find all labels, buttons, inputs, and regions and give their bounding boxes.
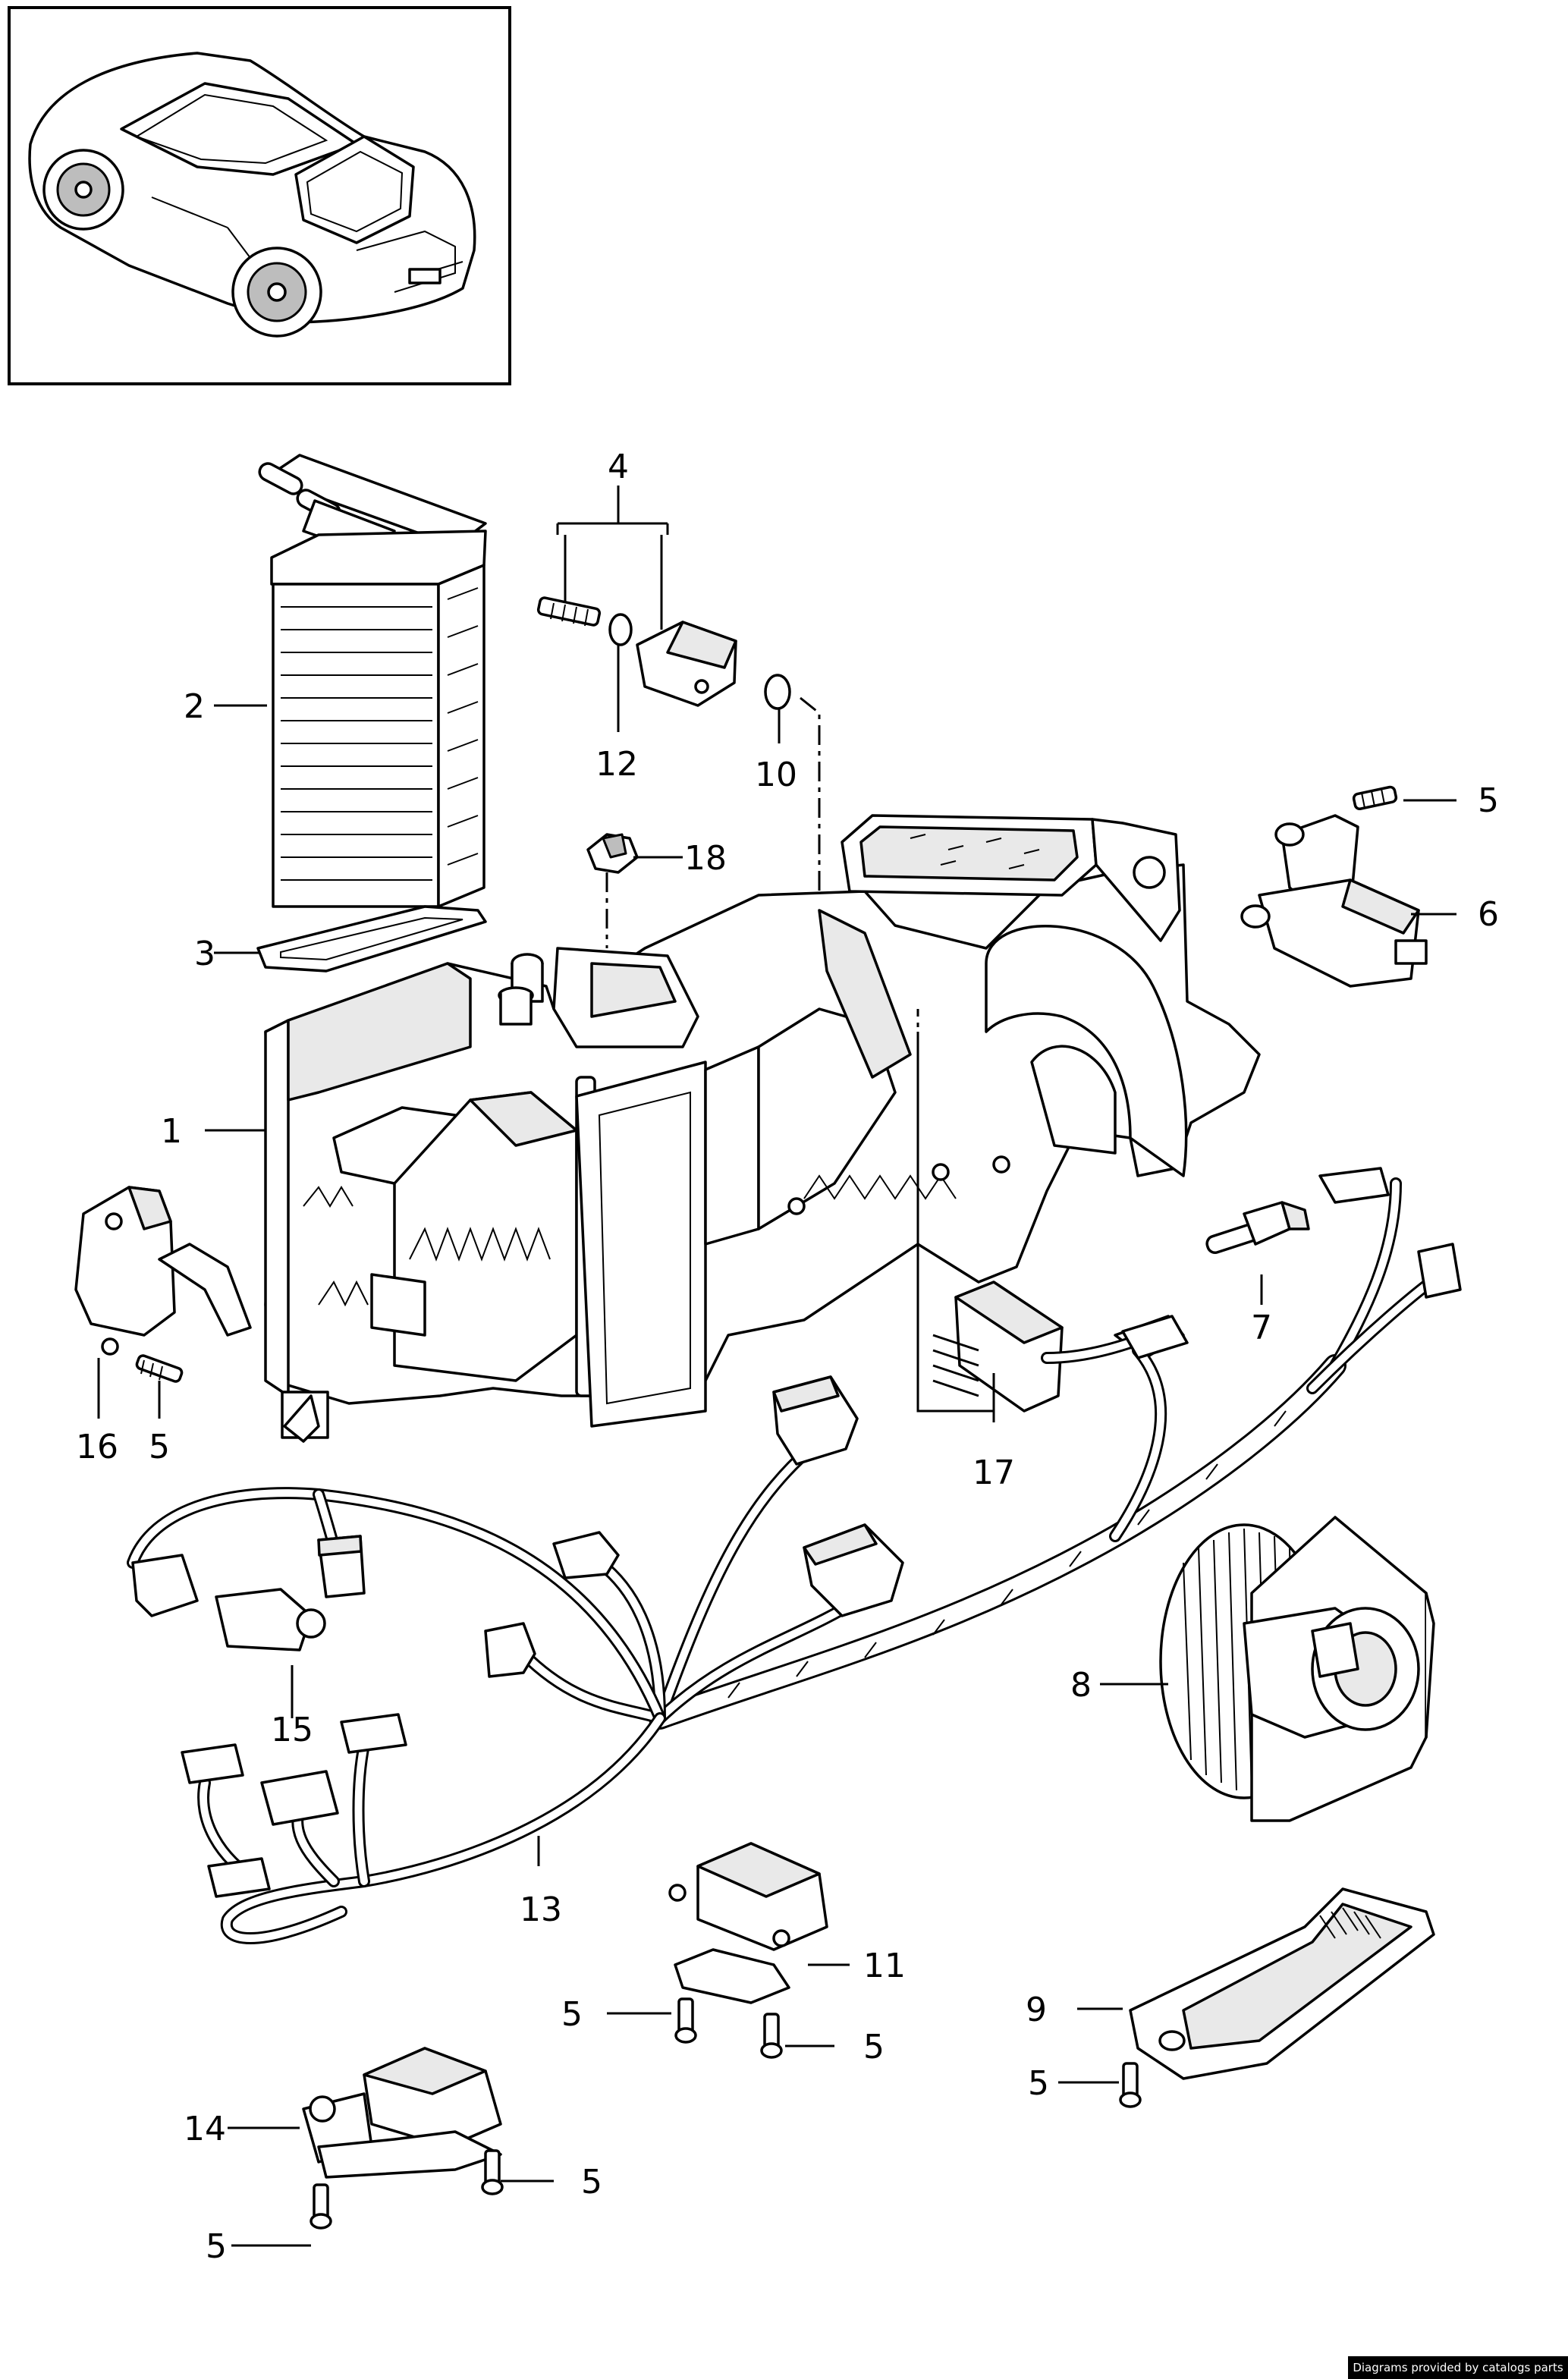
screws bbox=[310, 1997, 1142, 2230]
callout-4: 4 bbox=[608, 448, 629, 486]
callout-8: 8 bbox=[1070, 1666, 1092, 1705]
callout-7: 7 bbox=[1251, 1309, 1272, 1347]
callout-5-actuator-14-left: 5 bbox=[206, 2227, 227, 2266]
wiring-harness bbox=[127, 1167, 1462, 1944]
vehicle-thumbnail bbox=[8, 6, 511, 385]
callout-3: 3 bbox=[194, 935, 215, 973]
callout-10: 10 bbox=[755, 756, 797, 794]
callout-1: 1 bbox=[161, 1112, 182, 1151]
gasket bbox=[256, 905, 487, 973]
callout-17: 17 bbox=[973, 1453, 1015, 1492]
callout-5-left-actuator: 5 bbox=[149, 1428, 170, 1466]
callout-5-actuator-11-left: 5 bbox=[561, 1995, 583, 2034]
screw-11a bbox=[674, 1997, 697, 2044]
callout-2: 2 bbox=[184, 687, 205, 726]
temperature-sensor bbox=[1205, 1201, 1310, 1254]
callout-12: 12 bbox=[595, 745, 638, 784]
heater-housing bbox=[264, 814, 1261, 1443]
callout-5-actuator-14-right: 5 bbox=[581, 2163, 602, 2201]
callout-11: 11 bbox=[863, 1947, 906, 1985]
screw-14a bbox=[481, 2149, 504, 2195]
credit-label: Diagrams provided by catalogs parts bbox=[1348, 2356, 1568, 2379]
clip bbox=[586, 833, 639, 874]
screw-9 bbox=[1119, 2062, 1142, 2108]
callout-6: 6 bbox=[1478, 895, 1499, 934]
screw-14b bbox=[310, 2183, 332, 2230]
callout-5-cover: 5 bbox=[1028, 2064, 1049, 2103]
blower-cover bbox=[1129, 1887, 1435, 2080]
callout-5-actuator-11-right: 5 bbox=[863, 2028, 885, 2066]
servo-motor bbox=[1240, 785, 1428, 988]
leader-lines bbox=[97, 486, 1456, 2247]
callout-5-top-right: 5 bbox=[1478, 781, 1499, 820]
actuator-assembly bbox=[536, 596, 791, 710]
callout-15: 15 bbox=[271, 1711, 313, 1749]
callout-9: 9 bbox=[1026, 1991, 1047, 2029]
callout-18: 18 bbox=[684, 839, 727, 878]
callout-14: 14 bbox=[184, 2110, 226, 2148]
flap-actuator-left bbox=[74, 1186, 252, 1383]
callout-13: 13 bbox=[520, 1890, 562, 1929]
flap-actuator-14 bbox=[302, 2047, 502, 2179]
callouts: 1 2 3 4 5 5 5 5 5 5 5 6 7 8 9 10 11 12 1… bbox=[76, 448, 1499, 2266]
callout-16: 16 bbox=[76, 1428, 118, 1466]
screw-11b bbox=[760, 2013, 783, 2059]
heater-core bbox=[258, 454, 487, 908]
blower-motor bbox=[1159, 1516, 1435, 1822]
flap-actuator-11 bbox=[668, 1842, 828, 2004]
